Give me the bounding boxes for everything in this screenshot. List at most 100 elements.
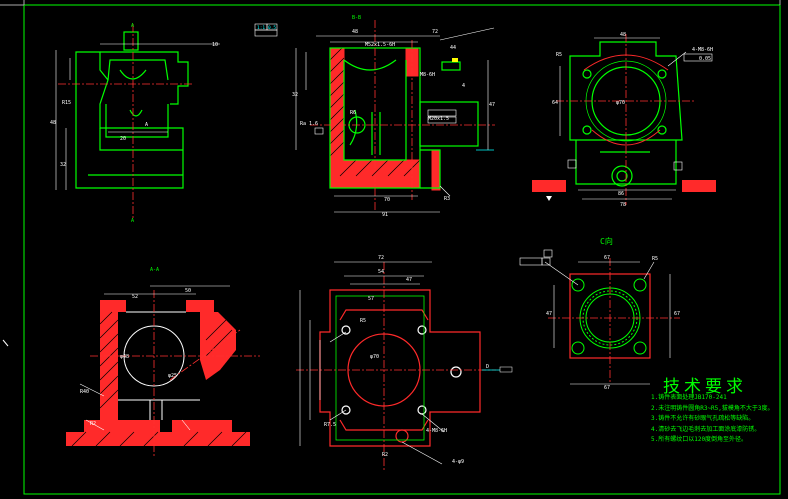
dim-bb-r3: R3 (444, 196, 450, 202)
tl-centerlines (58, 24, 192, 218)
tech-requirement-item: 3.铸件不允许有砂眼气孔疏松等缺陷。 (651, 415, 755, 422)
tech-requirement-item: 2.未注明铸件圆角R3~R5,拔模角不大于3度。 (651, 404, 774, 412)
title-section-aa: A-A (150, 267, 159, 273)
c-dims: 67 67 47 R5 67 (546, 255, 680, 391)
dim-tr-4m8: 4-M8-6H (692, 47, 713, 53)
dim-tr-phi70: φ70 (616, 100, 625, 106)
dim-bc-57: 57 (368, 296, 374, 302)
dim-bb-47: 47 (489, 102, 495, 108)
dim-bb-m52: M52x1.5-6H (365, 42, 395, 48)
dim-aa-phi48: φ48 (120, 354, 129, 360)
dim-tr-64: 64 (552, 100, 558, 106)
tr-dims: 48 R5 4-M8-6H φ70 64 86 78 0.05 (552, 32, 713, 208)
view-section-aa: A-A (66, 267, 260, 458)
title-view-c: C向 (600, 236, 613, 246)
tech-requirement-item: 5.所有螺纹口以120度倒角至外径。 (651, 436, 748, 443)
dim-bc-r5: R5 (360, 318, 366, 324)
dim-aa-52: 52 (132, 294, 138, 300)
svg-text:A: A (131, 218, 134, 224)
dim-tl-32: 32 (60, 162, 66, 168)
dim-bc-72: 72 (378, 255, 384, 261)
tr-datum-marker (546, 196, 552, 201)
dim-tl-20: 20 (120, 136, 126, 142)
view-bottom-center: 72 54 57 47 R5 φ70 R7.5 4-M8-6H 4-φ9 R2 … (296, 255, 513, 470)
dim-tl-10: 10 (212, 42, 218, 48)
c-centerlines (548, 258, 680, 382)
dim-bb-48: 48 (352, 29, 358, 35)
dim-c-67-bottom: 67 (604, 385, 610, 391)
view-top-left: A A 48 10 32 R15 20 A (50, 23, 220, 224)
dim-bb-32: 32 (292, 92, 298, 98)
dim-bc-4phi: 4-φ9 (452, 459, 464, 465)
bc-accent (482, 366, 513, 373)
outer-border (23, 4, 781, 495)
dim-bb-ra: Ra 1.6 (300, 121, 318, 127)
view-top-right: 48 R5 4-M8-6H φ70 64 86 78 0.05 (532, 32, 716, 208)
dim-aa-r2: R2 (90, 421, 96, 427)
dim-aa-r40: R40 (80, 389, 89, 395)
dim-bb-72: 72 (432, 29, 438, 35)
dim-c-47: 47 (546, 311, 552, 317)
dim-tl-ra: A (145, 122, 148, 128)
bb-centerlines (310, 20, 495, 210)
dim-bb-44: 44 (450, 45, 456, 51)
aa-centerlines (90, 290, 260, 458)
tech-requirements-list: 1.铸件表面处理JB170-241 2.未注明铸件圆角R3~R5,拔模角不大于3… (651, 393, 781, 446)
bb-dims: 72 48 44 M52x1.5-6H 32 M8-6H 4 R6 70 91 … (292, 29, 495, 218)
bc-inner-green (335, 295, 425, 441)
dim-tr-48: 48 (620, 32, 626, 38)
bb-tolerance-boxes (314, 109, 457, 135)
ratio-a: 1:1 (257, 25, 265, 31)
dim-tr-tol: 0.05 (699, 56, 711, 62)
dim-bc-47: 47 (406, 277, 412, 283)
dim-c-67-side: 67 (674, 311, 680, 317)
tl-part-outline (75, 31, 189, 189)
tech-requirement-item: 1.铸件表面处理JB170-241 (651, 394, 727, 401)
aa-dims: 52 50 φ48 R40 R2 φ25 (80, 288, 191, 427)
tr-dimension-lines (559, 37, 687, 200)
dim-c-r5: R5 (652, 256, 658, 262)
tech-requirement-item: 4.清砂去飞边毛刺去加工面涂底漆防锈。 (651, 425, 761, 433)
dim-bb-m20: M20x1.5 (428, 116, 449, 122)
bb-accent-markers (452, 58, 494, 151)
dim-bc-4m8: 4-M8-6H (426, 428, 447, 434)
dim-bc-d: D (486, 364, 489, 370)
dim-bc-phi70: φ70 (370, 354, 379, 360)
dim-c-67-top: 67 (604, 255, 610, 261)
ratio-b: 0.5 (268, 25, 276, 31)
c-dimension-lines (544, 261, 671, 385)
bb-tolerance-frame (254, 23, 278, 37)
dim-tl-48: 48 (50, 120, 56, 126)
dim-tr-78: 78 (620, 202, 626, 208)
aa-dimension-lines (79, 285, 230, 431)
dim-tr-86: 86 (618, 191, 624, 197)
tl-section-arrows: A A (131, 23, 134, 224)
svg-text:A: A (131, 23, 134, 29)
dim-bb-m8: M8-6H (420, 72, 435, 78)
dim-bc-54: 54 (378, 269, 384, 275)
tl-dims: 48 10 32 R15 20 A (50, 42, 218, 168)
tr-tolerance (567, 53, 713, 171)
dim-bb-91: 91 (382, 212, 388, 218)
dim-tr-r5: R5 (556, 52, 562, 58)
dim-bb-r6: R6 (350, 110, 356, 116)
tr-centerlines (556, 34, 694, 205)
bb-label-marks: 1:1 0.5 (257, 25, 276, 31)
tr-base-flange (532, 180, 716, 192)
bc-dims: 72 54 57 47 R5 φ70 R7.5 4-M8-6H 4-φ9 R2 … (324, 255, 489, 465)
dim-bb-70: 70 (384, 197, 390, 203)
view-section-bb: B-B (254, 15, 495, 218)
tech-requirements-title: 技术要求 (663, 377, 747, 397)
bc-dimension-lines (299, 261, 445, 465)
bc-centerlines (296, 262, 496, 470)
tl-dimension-lines (55, 43, 220, 190)
dim-bc-r75: R7.5 (324, 422, 336, 428)
view-c: C向 67 (519, 236, 680, 391)
bb-hatch-pattern (329, 47, 421, 177)
edge-arrow (2, 339, 9, 347)
dim-bb-4: 4 (462, 83, 465, 89)
c-tolerance (519, 249, 553, 266)
